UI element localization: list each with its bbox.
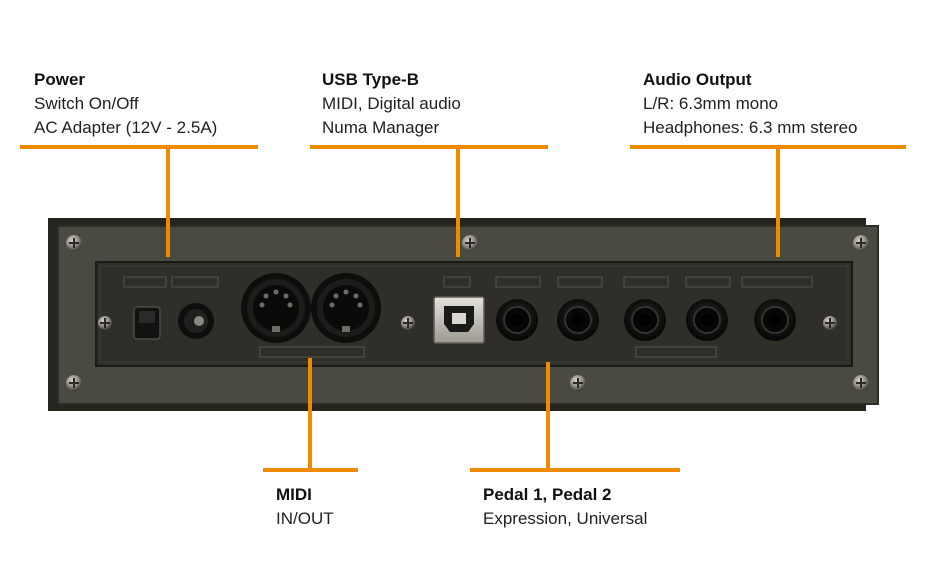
callout-title: USB Type-B <box>322 70 419 89</box>
power-callout-leader <box>166 145 170 257</box>
callout-line: L/R: 6.3mm mono <box>643 94 779 113</box>
audio-callout-underline <box>630 145 906 149</box>
callout-title: Pedal 1, Pedal 2 <box>483 485 612 504</box>
callout-title: Power <box>34 70 86 89</box>
jack-icon <box>686 299 728 341</box>
pedal-callout-leader <box>546 362 550 472</box>
callout-line: Headphones: 6.3 mm stereo <box>643 118 858 137</box>
usb-callout-leader <box>456 145 460 257</box>
midi-callout: MIDI IN/OUT <box>276 483 334 531</box>
dc-jack-icon <box>178 303 214 339</box>
audio-callout: Audio Output L/R: 6.3mm mono Headphones:… <box>643 68 858 140</box>
midi-port-icon <box>311 273 381 343</box>
usb-callout: USB Type-B MIDI, Digital audio Numa Mana… <box>322 68 461 140</box>
midi-port-icon <box>241 273 311 343</box>
callout-line: AC Adapter (12V - 2.5A) <box>34 118 218 137</box>
pedal-callout-underline <box>470 468 680 472</box>
power-callout-underline <box>20 145 258 149</box>
jack-icon <box>557 299 599 341</box>
pedal-callout: Pedal 1, Pedal 2 Expression, Universal <box>483 483 647 531</box>
audio-callout-leader <box>776 145 780 257</box>
midi-callout-leader <box>308 358 312 472</box>
jack-icon <box>754 299 796 341</box>
callout-title: MIDI <box>276 485 312 504</box>
usb-callout-underline <box>310 145 548 149</box>
callout-line: IN/OUT <box>276 509 334 528</box>
power-callout: Power Switch On/Off AC Adapter (12V - 2.… <box>34 68 217 140</box>
midi-callout-underline <box>263 468 358 472</box>
jack-icon <box>624 299 666 341</box>
callout-line: Expression, Universal <box>483 509 648 528</box>
callout-line: MIDI, Digital audio <box>322 94 461 113</box>
callout-line: Switch On/Off <box>34 94 139 113</box>
jack-icon <box>496 299 538 341</box>
callout-line: Numa Manager <box>322 118 440 137</box>
usb-port-icon <box>433 296 485 344</box>
callout-title: Audio Output <box>643 70 752 89</box>
screw-icon <box>66 235 869 391</box>
